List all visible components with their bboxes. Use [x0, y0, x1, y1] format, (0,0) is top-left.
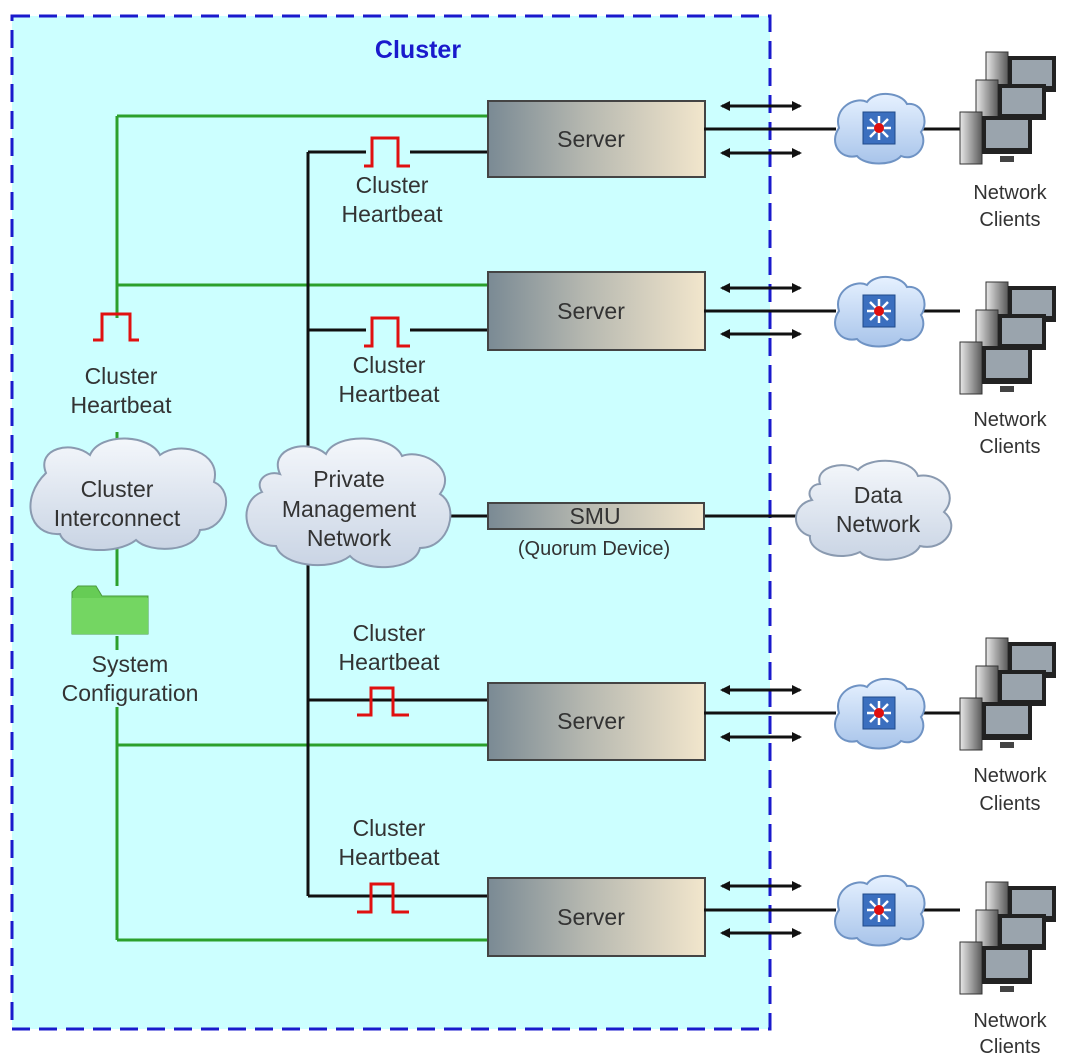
network-clients-label-3: Network Clients	[973, 765, 1047, 815]
client-computers-icon	[959, 637, 1056, 751]
network-switch-icon	[834, 276, 926, 348]
heartbeat-label-4: Cluster Heartbeat	[338, 815, 440, 870]
svg-text:System: System	[92, 651, 169, 677]
server-2[interactable]: Server	[487, 271, 706, 351]
smu-device[interactable]: SMU	[487, 502, 705, 530]
smu-sublabel: (Quorum Device)	[518, 538, 670, 560]
client-computers-icon	[959, 51, 1056, 165]
svg-text:Cluster: Cluster	[81, 476, 154, 502]
svg-text:Heartbeat: Heartbeat	[338, 844, 440, 870]
heartbeat-label-1: Cluster Heartbeat	[341, 172, 443, 227]
heartbeat-label-left: Cluster Heartbeat	[70, 363, 172, 418]
bidirectional-arrows	[720, 101, 802, 938]
svg-text:Network: Network	[836, 511, 921, 537]
svg-text:Network: Network	[973, 182, 1047, 204]
data-network-cloud: Data Network	[795, 459, 953, 561]
system-configuration-label: System Configuration	[62, 651, 199, 706]
svg-text:Clients: Clients	[979, 209, 1040, 231]
network-clients-label-4: Network Clients	[973, 1010, 1047, 1058]
svg-text:Interconnect: Interconnect	[54, 505, 181, 531]
cluster-title: Cluster	[375, 36, 461, 64]
private-management-cloud: Private Management Network	[245, 437, 452, 569]
svg-text:Clients: Clients	[979, 793, 1040, 815]
management-lines	[306, 150, 805, 898]
network-switch-icon	[834, 93, 926, 165]
svg-text:Cluster: Cluster	[85, 363, 158, 389]
network-clients-label-1: Network Clients	[973, 182, 1047, 231]
svg-text:Heartbeat: Heartbeat	[70, 392, 172, 418]
heartbeat-pulses	[93, 136, 410, 914]
client-computers-icon	[959, 881, 1056, 995]
svg-text:Configuration: Configuration	[62, 680, 199, 706]
svg-text:Server: Server	[557, 126, 625, 152]
svg-text:Cluster: Cluster	[353, 815, 426, 841]
svg-text:Network: Network	[973, 409, 1047, 431]
client-link-lines	[704, 127, 960, 912]
svg-text:Network: Network	[307, 525, 392, 551]
svg-text:Network: Network	[973, 1010, 1047, 1032]
svg-text:SMU: SMU	[569, 503, 620, 529]
network-switch-icon	[834, 678, 926, 750]
svg-text:Network: Network	[973, 765, 1047, 787]
svg-text:Cluster: Cluster	[353, 620, 426, 646]
network-clients-label-2: Network Clients	[973, 409, 1047, 458]
server-4[interactable]: Server	[487, 877, 706, 957]
svg-text:Clients: Clients	[979, 1036, 1040, 1058]
svg-text:Server: Server	[557, 708, 625, 734]
svg-text:Cluster: Cluster	[353, 352, 426, 378]
network-switch-icon	[834, 875, 926, 947]
heartbeat-label-2: Cluster Heartbeat	[338, 352, 440, 407]
server-3[interactable]: Server	[487, 682, 706, 761]
svg-text:Heartbeat: Heartbeat	[338, 381, 440, 407]
svg-text:Private: Private	[313, 466, 385, 492]
svg-text:Server: Server	[557, 298, 625, 324]
interconnect-lines	[115, 114, 488, 942]
svg-text:Management: Management	[282, 496, 417, 522]
svg-text:Data: Data	[854, 482, 903, 508]
server-1[interactable]: Server	[487, 100, 706, 178]
svg-text:Heartbeat: Heartbeat	[338, 649, 440, 675]
svg-text:Clients: Clients	[979, 436, 1040, 458]
cluster-interconnect-cloud: Cluster Interconnect	[29, 437, 228, 551]
heartbeat-label-3: Cluster Heartbeat	[338, 620, 440, 675]
folder-icon	[71, 585, 149, 635]
svg-text:Cluster: Cluster	[356, 172, 429, 198]
client-computers-icon	[959, 281, 1056, 395]
svg-text:Server: Server	[557, 904, 625, 930]
svg-text:Heartbeat: Heartbeat	[341, 201, 443, 227]
